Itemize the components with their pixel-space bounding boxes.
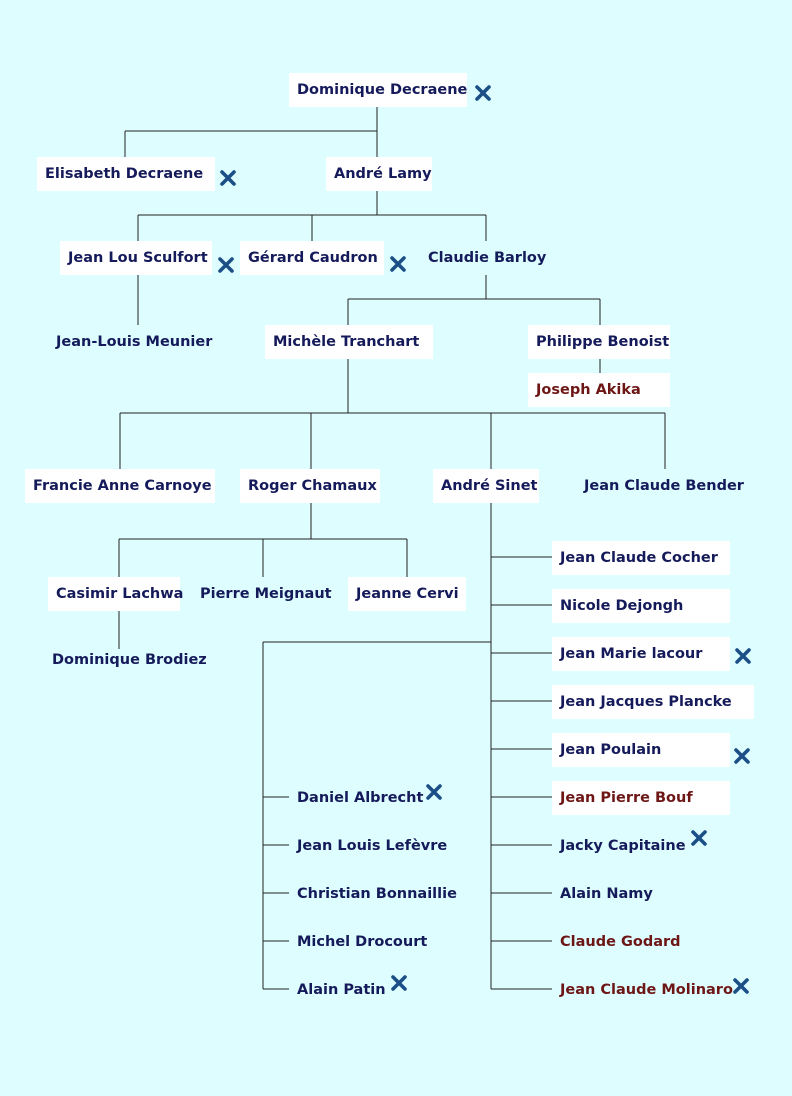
person-patin: Alain Patin <box>297 982 386 998</box>
person-akika: Joseph Akika <box>528 373 670 407</box>
person-meunier: Jean-Louis Meunier <box>56 334 213 350</box>
person-lamy: André Lamy <box>326 157 432 191</box>
person-cocher: Jean Claude Cocher <box>552 541 730 575</box>
person-tranchart: Michèle Tranchart <box>265 325 433 359</box>
person-bender: Jean Claude Bender <box>584 478 744 494</box>
person-lachwa: Casimir Lachwa <box>48 577 183 611</box>
person-decraene_e: Elisabeth Decraene <box>37 157 215 191</box>
deceased-cross-icon <box>691 830 707 846</box>
person-capitaine: Jacky Capitaine <box>560 838 686 854</box>
person-plancke: Jean Jacques Plancke <box>552 685 754 719</box>
person-lefevre: Jean Louis Lefèvre <box>297 838 448 854</box>
person-bonnaillie: Christian Bonnaillie <box>297 886 457 902</box>
deceased-cross-icon <box>390 256 406 272</box>
person-namy: Alain Namy <box>560 886 653 902</box>
person-drocourt: Michel Drocourt <box>297 934 428 950</box>
deceased-cross-icon <box>426 784 442 800</box>
person-poulain: Jean Poulain <box>552 733 730 767</box>
person-molinaro: Jean Claude Molinaro <box>560 982 733 998</box>
person-meignaut: Pierre Meignaut <box>200 586 332 602</box>
person-carnoye: Francie Anne Carnoye <box>25 469 215 503</box>
person-chamaux: Roger Chamaux <box>240 469 380 503</box>
person-cervi: Jeanne Cervi <box>348 577 466 611</box>
deceased-cross-icon <box>733 978 749 994</box>
deceased-cross-icon <box>735 648 751 664</box>
deceased-cross-icon <box>218 257 234 273</box>
person-lacour: Jean Marie lacour <box>552 637 730 671</box>
person-brodiez: Dominique Brodiez <box>52 652 207 668</box>
person-albrecht: Daniel Albrecht <box>297 790 424 806</box>
person-sculfort: Jean Lou Sculfort <box>60 241 212 275</box>
deceased-cross-icon <box>391 975 407 991</box>
deceased-cross-icon <box>220 170 236 186</box>
person-bouf: Jean Pierre Bouf <box>552 781 730 815</box>
person-decraene_d: Dominique Decraene <box>289 73 467 107</box>
person-dejongh: Nicole Dejongh <box>552 589 730 623</box>
person-godard: Claude Godard <box>560 934 681 950</box>
person-barloy: Claudie Barloy <box>428 250 547 266</box>
person-benoist: Philippe Benoist <box>528 325 670 359</box>
person-caudron: Gérard Caudron <box>240 241 384 275</box>
deceased-cross-icon <box>475 85 491 101</box>
person-sinet: André Sinet <box>433 469 539 503</box>
deceased-cross-icon <box>734 748 750 764</box>
